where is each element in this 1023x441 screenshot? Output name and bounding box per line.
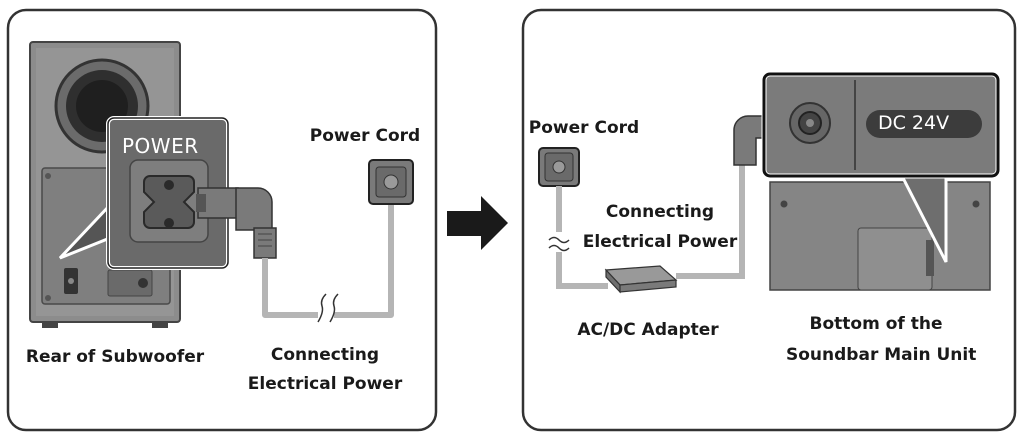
right-cable-break <box>548 236 570 252</box>
label-connecting-left-1: Connecting <box>270 345 380 365</box>
label-connecting-right-2: Electrical Power <box>582 232 738 252</box>
power-badge-label: POWER <box>122 134 199 158</box>
label-power-cord-left: Power Cord <box>309 126 421 146</box>
left-cable-break <box>317 293 339 323</box>
label-connecting-left-2: Electrical Power <box>247 374 403 394</box>
acdc-adapter <box>604 265 678 294</box>
left-wall-outlet <box>368 159 414 205</box>
dc-callout <box>761 71 1001 263</box>
right-cable-dc <box>676 160 745 279</box>
label-connecting-right-1: Connecting <box>605 202 715 222</box>
subwoofer-plug <box>196 187 277 259</box>
dc-24v-badge: DC 24V <box>878 112 950 134</box>
soundbar-bottom <box>769 181 991 291</box>
arrow-right <box>447 196 508 250</box>
label-bottom-line-2: Soundbar Main Unit <box>786 345 977 365</box>
label-rear-of-subwoofer: Rear of Subwoofer <box>25 347 205 367</box>
right-cable-outlet <box>556 186 608 289</box>
label-bottom-line-1: Bottom of the <box>809 314 943 334</box>
left-cable <box>262 190 394 318</box>
label-acdc-adapter: AC/DC Adapter <box>577 320 719 340</box>
label-power-cord-right: Power Cord <box>528 118 640 138</box>
right-wall-outlet <box>538 147 580 187</box>
